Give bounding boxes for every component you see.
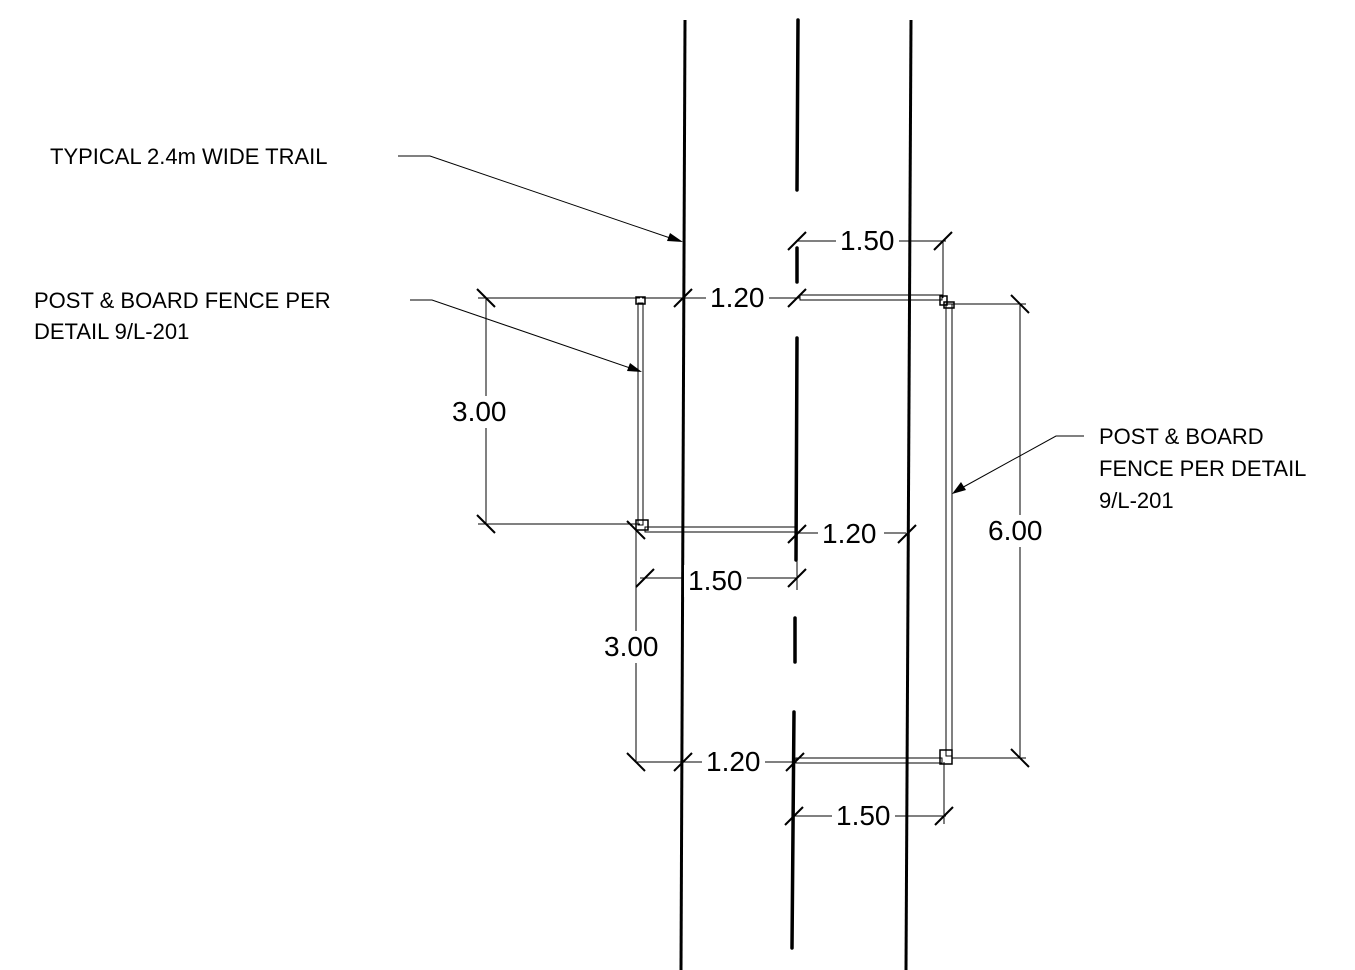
middle-fence [644, 526, 798, 533]
dimension-label-left-fence-length: 3.00 [448, 396, 511, 428]
trail-centerline [790, 18, 800, 950]
dimension-label-bottom-right-offset: 1.50 [832, 800, 895, 832]
dimension-label-bottom-clearance: 1.20 [702, 746, 765, 778]
dimension-label-middle-clearance: 1.20 [818, 518, 881, 550]
dimension-line-top-1-50 [787, 231, 953, 298]
right-fence-note-line3: 9/L-201 [1099, 488, 1174, 513]
dimension-line-bottom-1-20 [673, 752, 805, 772]
right-fence-note-line2: FENCE PER DETAIL [1099, 456, 1307, 481]
left-fence [635, 296, 649, 531]
right-fence-note-line1: POST & BOARD [1099, 424, 1264, 449]
lower-right-fence [795, 757, 943, 764]
leader-right-fence [952, 435, 1084, 494]
dimension-label-lower-left-spacing: 3.00 [600, 631, 663, 663]
dimension-label-middle-offset: 1.50 [684, 565, 747, 597]
upper-right-fence [799, 294, 948, 306]
dimension-label-right-fence-length: 6.00 [984, 515, 1047, 547]
trail-edge-left [679, 19, 687, 970]
left-fence-note-line2: DETAIL 9/L-201 [34, 319, 190, 344]
dimension-label-top-right-offset: 1.50 [836, 225, 899, 257]
dimension-label-upper-left-clearance: 1.20 [706, 282, 769, 314]
right-fence [939, 301, 955, 765]
trail-edge-right [904, 19, 913, 970]
trail-note: TYPICAL 2.4m WIDE TRAIL [50, 144, 328, 169]
left-fence-note-line1: POST & BOARD FENCE PER [34, 288, 331, 313]
leader-trail [398, 155, 683, 242]
leader-left-fence [410, 299, 642, 372]
